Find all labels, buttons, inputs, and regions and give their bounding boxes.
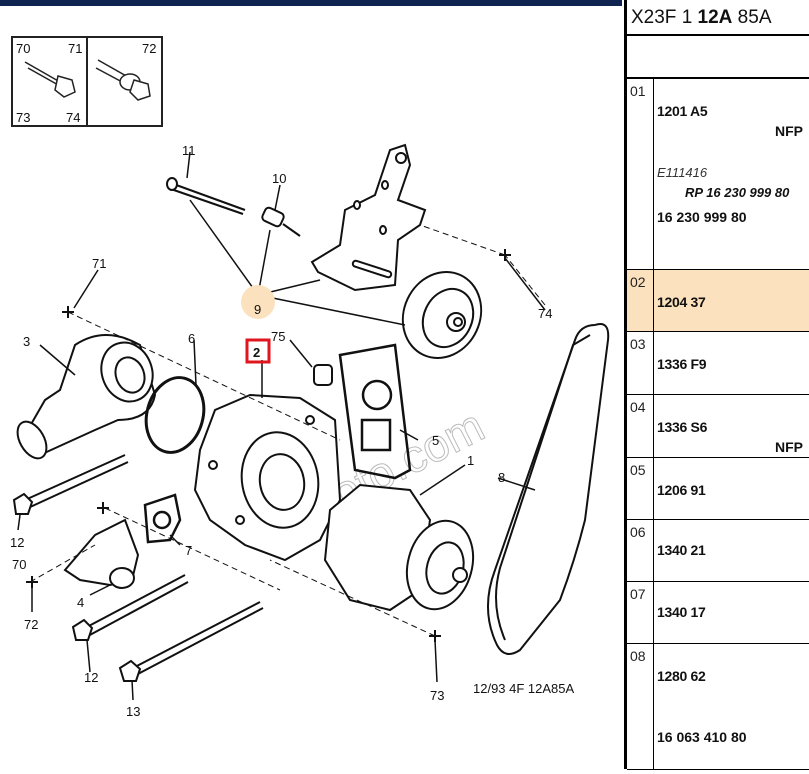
engine-ref: E111416	[657, 165, 708, 180]
title-bold: 12A	[697, 7, 733, 28]
flange-bolt-icon	[24, 61, 76, 98]
diagram-code: 12/93 4F 12A85A	[473, 681, 575, 696]
part-ref: 1206 91	[657, 482, 706, 498]
part-row-07[interactable]: 07 1340 17	[627, 582, 809, 644]
part-number: 01	[627, 79, 654, 269]
callout-72[interactable]: 72	[24, 617, 38, 632]
oem-number: 16 063 410 80	[657, 729, 747, 745]
selected-part-box	[245, 338, 271, 364]
part-row-06[interactable]: 06 1340 21	[627, 520, 809, 582]
thermostat-housing-3[interactable]	[12, 334, 161, 463]
callout-10[interactable]: 10	[272, 171, 286, 186]
assembly-leader-lines	[29, 224, 546, 637]
callout-13[interactable]: 13	[126, 704, 140, 719]
part-number: 02	[627, 270, 654, 331]
top-bar	[0, 0, 622, 6]
part-row-05[interactable]: 05 1206 91	[627, 458, 809, 520]
part-number: 08	[627, 644, 654, 769]
callout-74[interactable]: 74	[538, 306, 552, 321]
callout-71[interactable]: 71	[92, 256, 106, 271]
spacer-10[interactable]	[261, 206, 301, 237]
bolt-13[interactable]	[118, 601, 264, 682]
parts-list-panel: X23F 1 12A 85A 01 1201 A5 NFP E111416 RP…	[624, 0, 809, 770]
callout-12-upper[interactable]: 12	[10, 535, 24, 550]
callout-11[interactable]: 11	[182, 143, 196, 158]
callout-9-highlight	[241, 285, 275, 319]
fastener-inset: 70 71 72 73 74	[11, 36, 163, 127]
part-row-08[interactable]: 08 1280 62 16 063 410 80	[627, 644, 809, 770]
callout-75[interactable]: 75	[271, 329, 285, 344]
callout-1[interactable]: 1	[467, 453, 474, 468]
part-ref: 1280 62	[657, 668, 706, 684]
replacement-ref: RP 16 230 999 80	[685, 185, 790, 200]
callout-2[interactable]: 2	[253, 345, 260, 360]
callout-5[interactable]: 5	[432, 433, 439, 448]
part-row-01[interactable]: 01 1201 A5 NFP E111416 RP 16 230 999 80 …	[627, 79, 809, 270]
part-ref: 1336 F9	[657, 356, 707, 372]
inset-label-74[interactable]: 74	[66, 110, 80, 125]
bracket-part[interactable]	[310, 143, 427, 292]
outlet-elbow-4[interactable]	[63, 518, 140, 589]
panel-header-blank	[627, 36, 809, 79]
part-ref: 1340 21	[657, 542, 706, 558]
washer-bolt-icon	[95, 59, 151, 101]
callout-6[interactable]: 6	[188, 331, 195, 346]
part-ref: 1204 37	[657, 294, 706, 310]
panel-title: X23F 1 12A 85A	[627, 0, 809, 36]
callout-73[interactable]: 73	[430, 688, 444, 703]
inset-label-71[interactable]: 71	[68, 41, 82, 56]
part-ref: 1201 A5	[657, 103, 708, 119]
water-pump-body-2[interactable]	[193, 393, 342, 562]
inset-label-72[interactable]: 72	[142, 41, 156, 56]
callout-7[interactable]: 7	[185, 543, 192, 558]
part-row-02[interactable]: 02 1204 37	[627, 270, 809, 332]
sleeve-75[interactable]	[313, 364, 333, 386]
water-pump-1[interactable]	[323, 483, 483, 617]
gasket-6[interactable]	[138, 371, 212, 459]
part-number: 04	[627, 395, 654, 457]
cross-markers	[26, 249, 511, 642]
title-prefix: X23F 1	[631, 7, 698, 28]
part-row-04[interactable]: 04 1336 S6 NFP	[627, 395, 809, 458]
inset-label-73[interactable]: 73	[16, 110, 30, 125]
callout-9[interactable]: 9	[254, 302, 261, 317]
part-number: 05	[627, 458, 654, 519]
part-row-03[interactable]: 03 1336 F9	[627, 332, 809, 395]
callout-12-lower[interactable]: 12	[84, 670, 98, 685]
part-number: 03	[627, 332, 654, 394]
nfp-badge: NFP	[775, 123, 803, 139]
oem-number: 16 230 999 80	[657, 209, 747, 225]
bolt-12-lower[interactable]	[71, 574, 189, 641]
callout-70[interactable]: 70	[12, 557, 26, 572]
exploded-diagram: 70 71 72 73 74 autoto.com	[0, 6, 622, 769]
part-ref: 1340 17	[657, 604, 706, 620]
callout-3[interactable]: 3	[23, 334, 30, 349]
part-number: 07	[627, 582, 654, 643]
bolt-12-upper[interactable]	[12, 454, 129, 515]
title-suffix: 85A	[732, 7, 772, 28]
nfp-badge: NFP	[775, 439, 803, 455]
part-number: 06	[627, 520, 654, 581]
callout-4[interactable]: 4	[77, 595, 84, 610]
gasket-7[interactable]	[143, 493, 182, 544]
stud-11[interactable]	[166, 177, 246, 215]
tensioner-pulley[interactable]	[389, 259, 495, 371]
inset-label-70[interactable]: 70	[16, 41, 30, 56]
gasket-5[interactable]	[338, 343, 412, 480]
part-ref: 1336 S6	[657, 419, 708, 435]
drive-belt-8[interactable]	[486, 323, 610, 655]
callout-8[interactable]: 8	[498, 470, 505, 485]
